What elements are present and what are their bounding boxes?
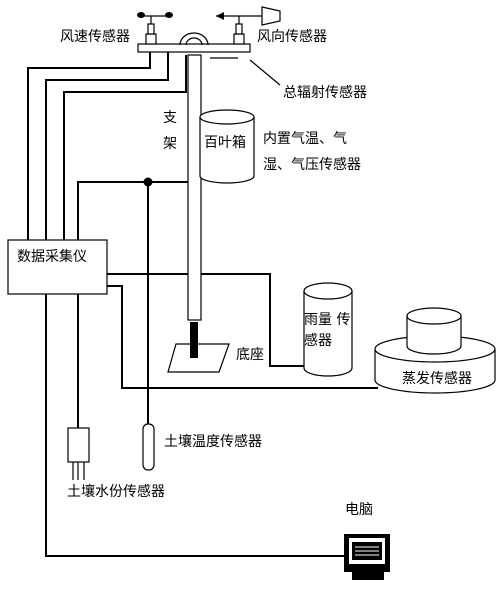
louver-box — [199, 109, 255, 184]
cable-junction — [143, 177, 153, 187]
anemometer-cup-right — [165, 12, 173, 18]
monitor-stand — [352, 572, 384, 580]
soil-moisture-body — [67, 427, 90, 463]
mast-anchor — [190, 322, 198, 358]
support-label-1: 支 — [163, 110, 177, 126]
mast-base-plate — [167, 343, 230, 373]
builtin-sensors-label-2: 湿、气压传感器 — [263, 156, 361, 173]
evaporation-cable — [107, 285, 378, 389]
base-label: 底座 — [236, 347, 264, 363]
wind-speed-label: 风速传感器 — [60, 28, 130, 45]
evaporation-sensor — [374, 307, 496, 394]
radiation-leader-line — [249, 59, 281, 86]
radiation-sensor-inner — [185, 37, 203, 46]
computer-icon — [344, 534, 390, 580]
anemometer-shaft — [147, 23, 155, 35]
computer-label: 电脑 — [345, 502, 373, 518]
computer-cable — [45, 294, 344, 557]
support-mast — [167, 54, 230, 373]
crossbar-cable — [45, 50, 169, 240]
vane-shaft — [235, 23, 243, 35]
evaporation-pan — [406, 316, 462, 355]
louver-box-cable — [77, 181, 200, 240]
louver-box-top — [199, 109, 255, 125]
rain-gauge-body — [303, 291, 353, 377]
total-radiation-label: 总辐射传感器 — [283, 84, 367, 101]
crossbar-assembly — [137, 32, 251, 59]
wind-direction-label: 风向传感器 — [257, 28, 327, 45]
louver-box-body — [199, 117, 255, 184]
evaporation-label: 蒸发传感器 — [402, 370, 472, 387]
anemometer-cup-left — [137, 12, 145, 18]
vane-tail — [261, 6, 281, 26]
wind-speed-cable — [27, 50, 151, 240]
wind-vane-icon — [216, 6, 281, 45]
vane-pointer — [216, 12, 224, 20]
rain-gauge-top — [303, 282, 353, 300]
radiation-cable — [63, 55, 187, 240]
anemometer-icon — [137, 12, 173, 45]
crossbar — [137, 43, 251, 53]
support-label-2: 架 — [163, 136, 177, 152]
rain-gauge — [303, 282, 353, 377]
soil-temp-probe — [142, 423, 155, 471]
radiation-sensor-dome — [179, 32, 209, 46]
mast-pole — [187, 54, 202, 321]
anemometer-body — [145, 33, 157, 45]
louver-box-label: 百叶箱 — [204, 135, 246, 151]
builtin-sensors-label-1: 内置气温、气 — [263, 131, 347, 147]
data-logger-box — [7, 239, 108, 295]
rain-gauge-label-2: 感器 — [304, 332, 332, 349]
rain-gauge-label-1: 雨量 传 — [304, 312, 350, 328]
evaporation-pan-top — [406, 307, 462, 325]
vane-body — [233, 33, 245, 45]
wiring — [27, 50, 378, 557]
data-logger-label: 数据采集仪 — [17, 248, 87, 265]
soil-moisture-label: 土壤水份传感器 — [67, 483, 165, 500]
soil-temperature-label: 土壤温度传感器 — [164, 433, 262, 450]
soil-moisture-sensor — [67, 427, 90, 480]
